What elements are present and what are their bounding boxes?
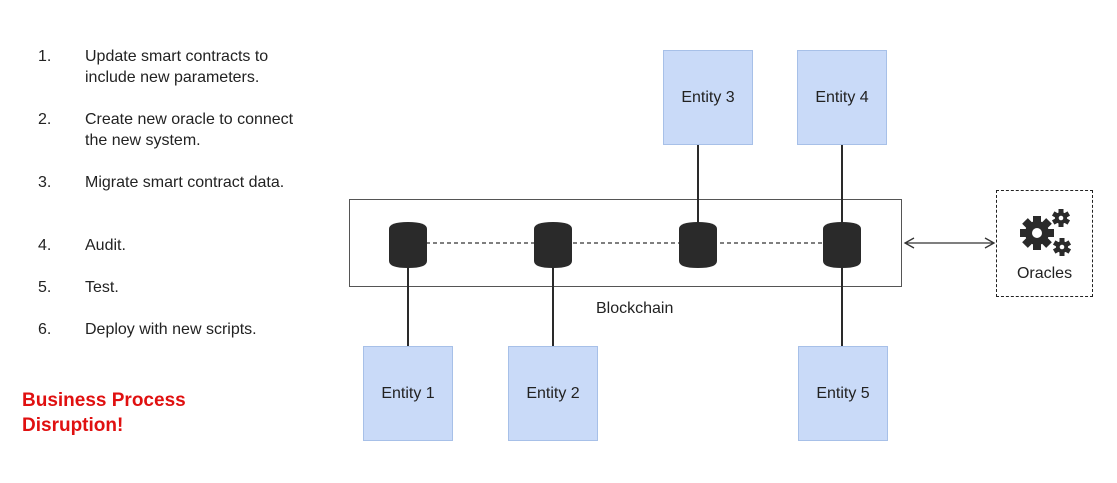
step-text: Create new oracle to connect the new sys…: [85, 111, 294, 149]
entity-2-box: Entity 2: [508, 346, 598, 441]
database-icon: [389, 222, 427, 268]
entity-label: Entity 1: [381, 384, 435, 402]
database-icon: [679, 222, 717, 268]
step-number: 1.: [38, 48, 52, 65]
entity-1-box: Entity 1: [363, 346, 453, 441]
step-text: Audit.: [85, 237, 126, 254]
entity-label: Entity 3: [681, 88, 735, 106]
database-icon: [823, 222, 861, 268]
connector-line: [552, 262, 554, 346]
oracle-arrow: [903, 237, 996, 249]
entity-4-box: Entity 4: [797, 50, 887, 145]
database-icon: [534, 222, 572, 268]
connector-line: [841, 145, 843, 223]
entity-label: Entity 5: [816, 384, 870, 402]
blockchain-label: Blockchain: [596, 300, 674, 317]
entity-label: Entity 2: [526, 384, 580, 402]
step-number: 4.: [38, 237, 52, 254]
entity-label: Entity 4: [815, 88, 869, 106]
connector-line: [407, 262, 409, 346]
oracles-label: Oracles: [1016, 265, 1073, 282]
step-text: Migrate smart contract data.: [85, 174, 285, 191]
gears-icon: [1020, 209, 1072, 256]
oracles-box: Oracles: [996, 190, 1093, 297]
step-text: Test.: [85, 279, 119, 296]
connector-line: [697, 145, 699, 223]
entity-3-box: Entity 3: [663, 50, 753, 145]
step-number: 5.: [38, 279, 52, 296]
disruption-warning: Business Process Disruption!: [22, 390, 186, 436]
entity-5-box: Entity 5: [798, 346, 888, 441]
step-number: 2.: [38, 111, 52, 128]
step-number: 6.: [38, 321, 52, 338]
step-number: 3.: [38, 174, 52, 191]
step-text: Update smart contracts to include new pa…: [85, 48, 269, 86]
connector-line: [841, 262, 843, 346]
step-text: Deploy with new scripts.: [85, 321, 257, 338]
